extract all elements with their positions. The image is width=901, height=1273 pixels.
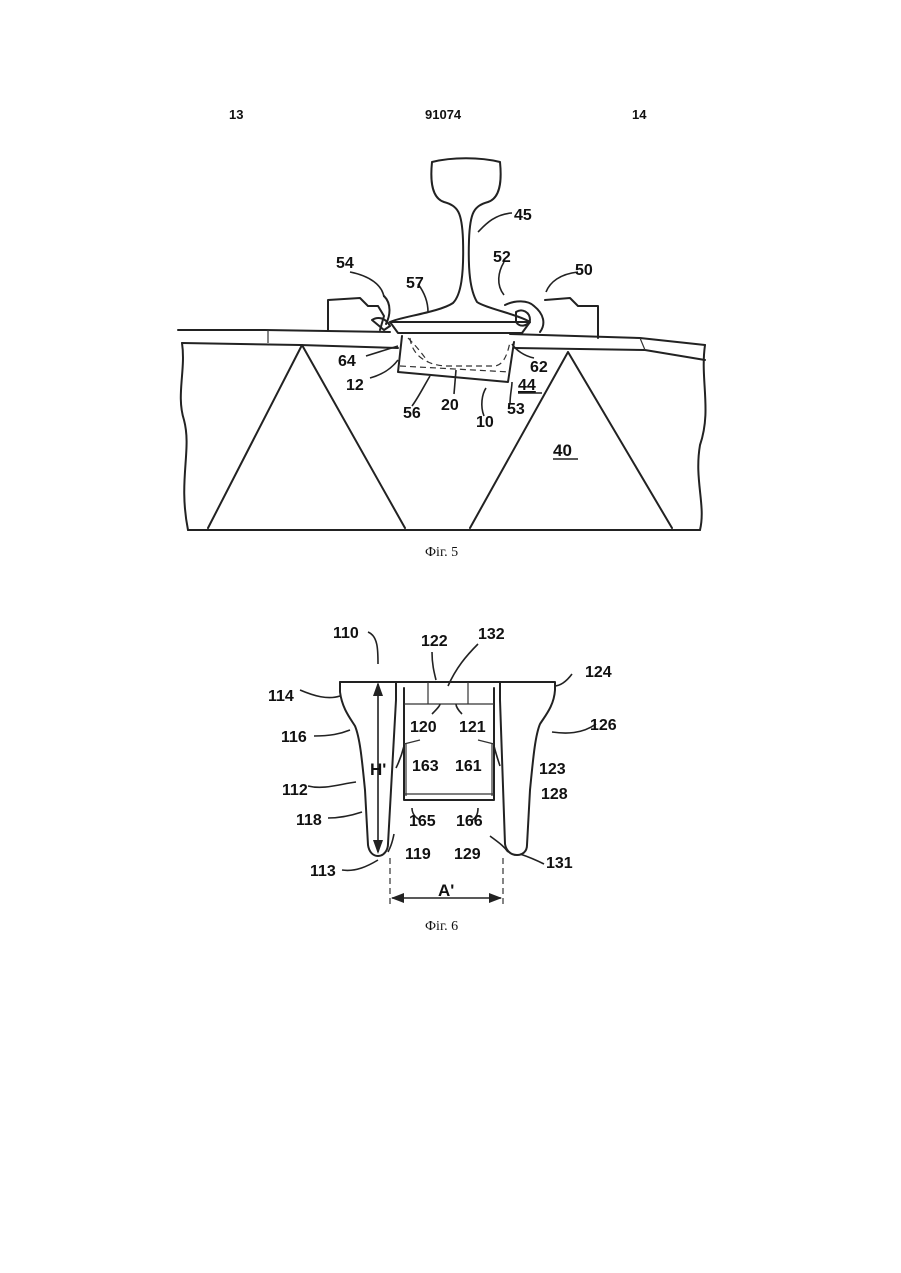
- label-128: 128: [541, 786, 568, 803]
- label-121: 121: [459, 719, 486, 736]
- label-166: 166: [456, 813, 483, 830]
- label-40: 40: [553, 441, 572, 460]
- leaders-6: [300, 632, 596, 870]
- label-54: 54: [336, 255, 354, 272]
- label-129: 129: [454, 846, 481, 863]
- label-132: 132: [478, 626, 505, 643]
- label-53: 53: [507, 401, 525, 418]
- label-118: 118: [296, 812, 322, 829]
- label-44: 44: [518, 377, 536, 394]
- label-H-prime: H': [370, 760, 386, 779]
- patent-number: 91074: [425, 107, 461, 122]
- label-114: 114: [268, 688, 294, 705]
- figure-5-caption: Фіг. 5: [425, 545, 458, 561]
- label-45: 45: [514, 207, 532, 224]
- label-10: 10: [476, 414, 494, 431]
- label-120: 120: [410, 719, 437, 736]
- label-165: 165: [409, 813, 436, 830]
- label-52: 52: [493, 249, 511, 266]
- figure-6-caption: Фіг. 6: [425, 919, 458, 935]
- label-50: 50: [575, 262, 593, 279]
- page-number-right: 14: [632, 107, 646, 122]
- page-number-left: 13: [229, 107, 243, 122]
- label-62: 62: [530, 359, 548, 376]
- label-A-prime: A': [438, 881, 454, 900]
- dimensions: [373, 682, 503, 908]
- label-64: 64: [338, 353, 356, 370]
- label-119: 119: [405, 846, 431, 863]
- label-124: 124: [585, 664, 612, 681]
- label-113: 113: [310, 863, 336, 880]
- figure-6-drawing: 110 122 132 124 114 120 121 126 116 H' 1…: [0, 620, 901, 920]
- label-161: 161: [455, 758, 482, 775]
- label-110: 110: [333, 625, 359, 642]
- sleeper: [178, 330, 706, 530]
- figure-5-drawing: 45 52 50 54 57 64 62 12 44 56 20 10 53 4…: [0, 150, 901, 550]
- label-112: 112: [282, 782, 308, 799]
- label-116: 116: [281, 729, 307, 746]
- figure-6-labels: 110 122 132 124 114 120 121 126 116 H' 1…: [268, 625, 617, 900]
- label-163: 163: [412, 758, 439, 775]
- label-12: 12: [346, 377, 364, 394]
- label-131: 131: [546, 855, 573, 872]
- label-56: 56: [403, 405, 421, 422]
- label-57: 57: [406, 275, 424, 292]
- label-122: 122: [421, 633, 448, 650]
- label-126: 126: [590, 717, 617, 734]
- label-123: 123: [539, 761, 566, 778]
- rail: [390, 158, 530, 333]
- label-20: 20: [441, 397, 459, 414]
